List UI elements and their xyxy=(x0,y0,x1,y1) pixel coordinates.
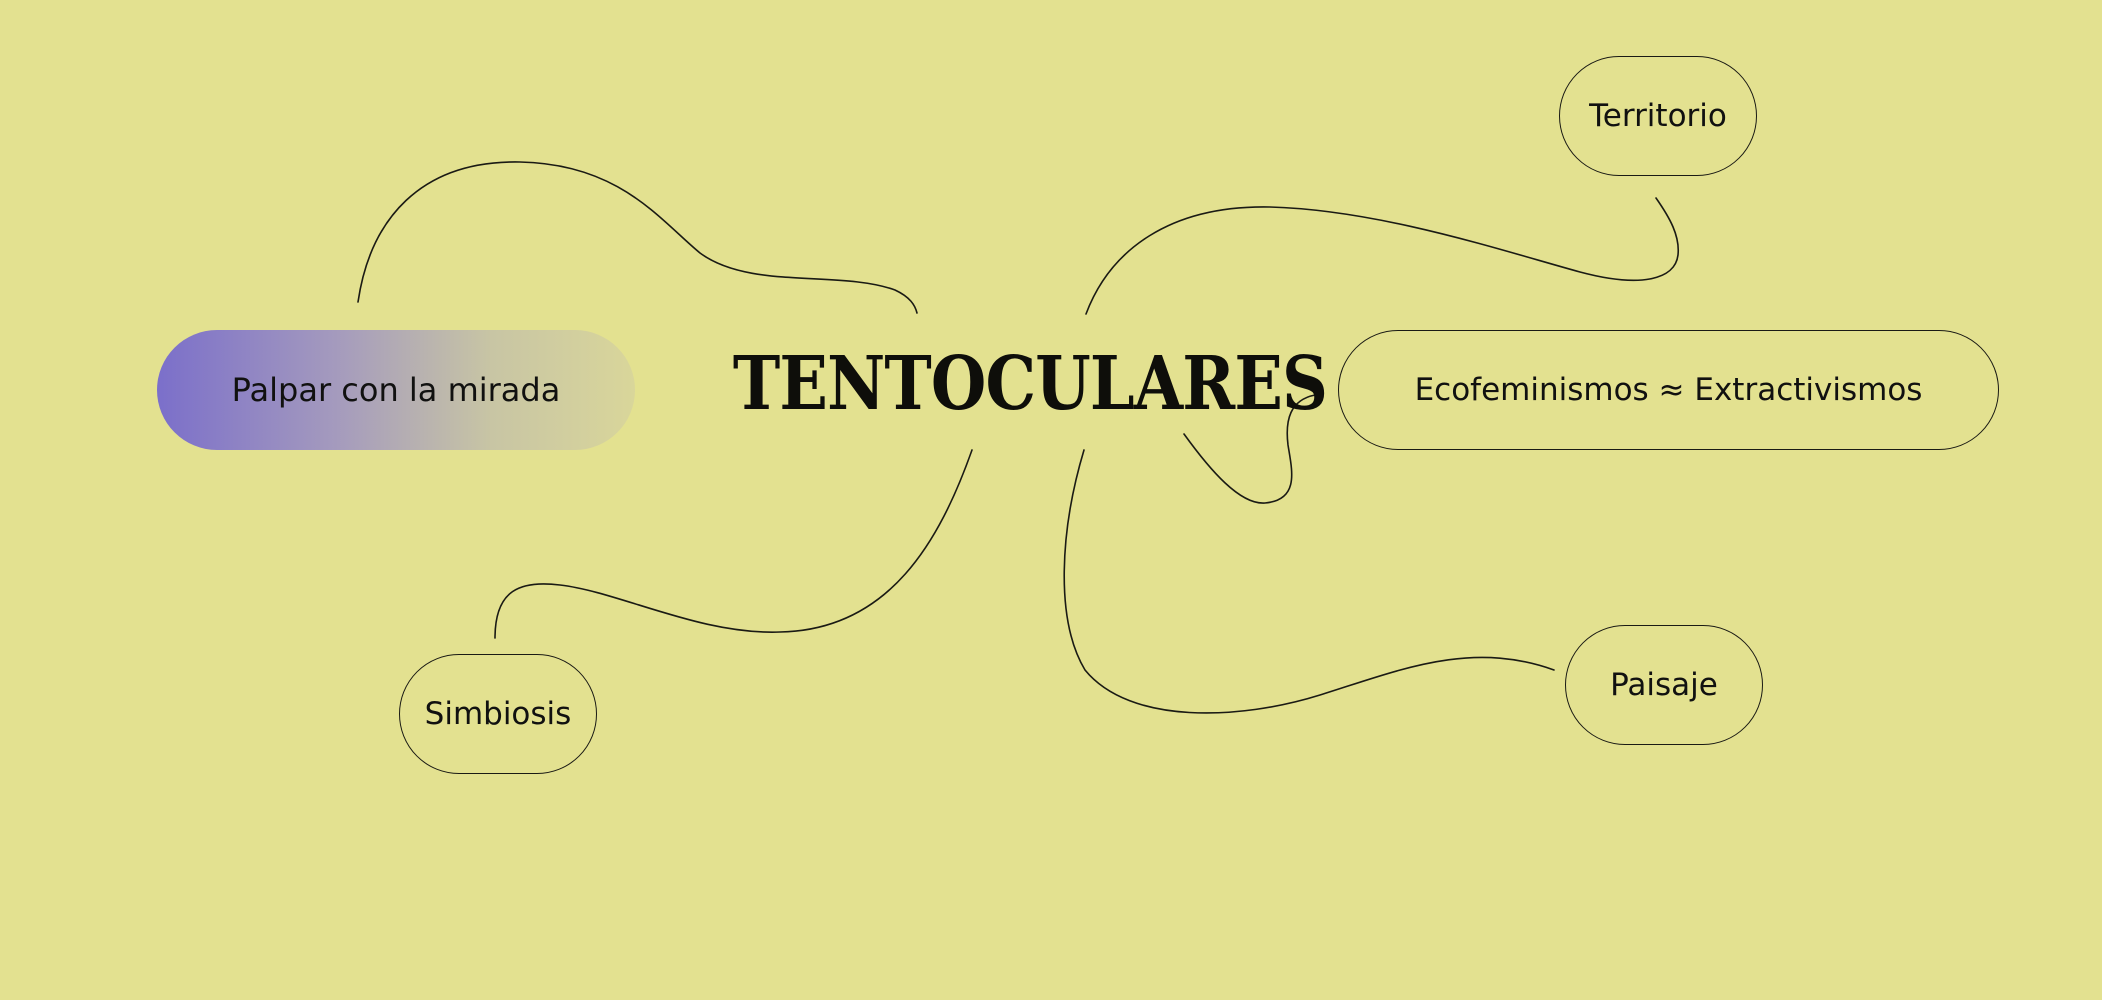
center-title: TENTOCULARES xyxy=(732,341,1328,427)
node-ecofeminismos-extractivismos[interactable]: Ecofeminismos ≈ Extractivismos xyxy=(1338,330,1999,450)
connector-simbiosis xyxy=(494,449,973,639)
node-paisaje[interactable]: Paisaje xyxy=(1565,625,1763,745)
node-territorio[interactable]: Territorio xyxy=(1559,56,1757,176)
connector-paisaje xyxy=(1063,449,1555,714)
connector-palpar xyxy=(357,161,918,314)
connector-territorio xyxy=(1085,197,1680,315)
node-simbiosis[interactable]: Simbiosis xyxy=(399,654,597,774)
node-palpar-con-la-mirada[interactable]: Palpar con la mirada xyxy=(157,330,635,450)
